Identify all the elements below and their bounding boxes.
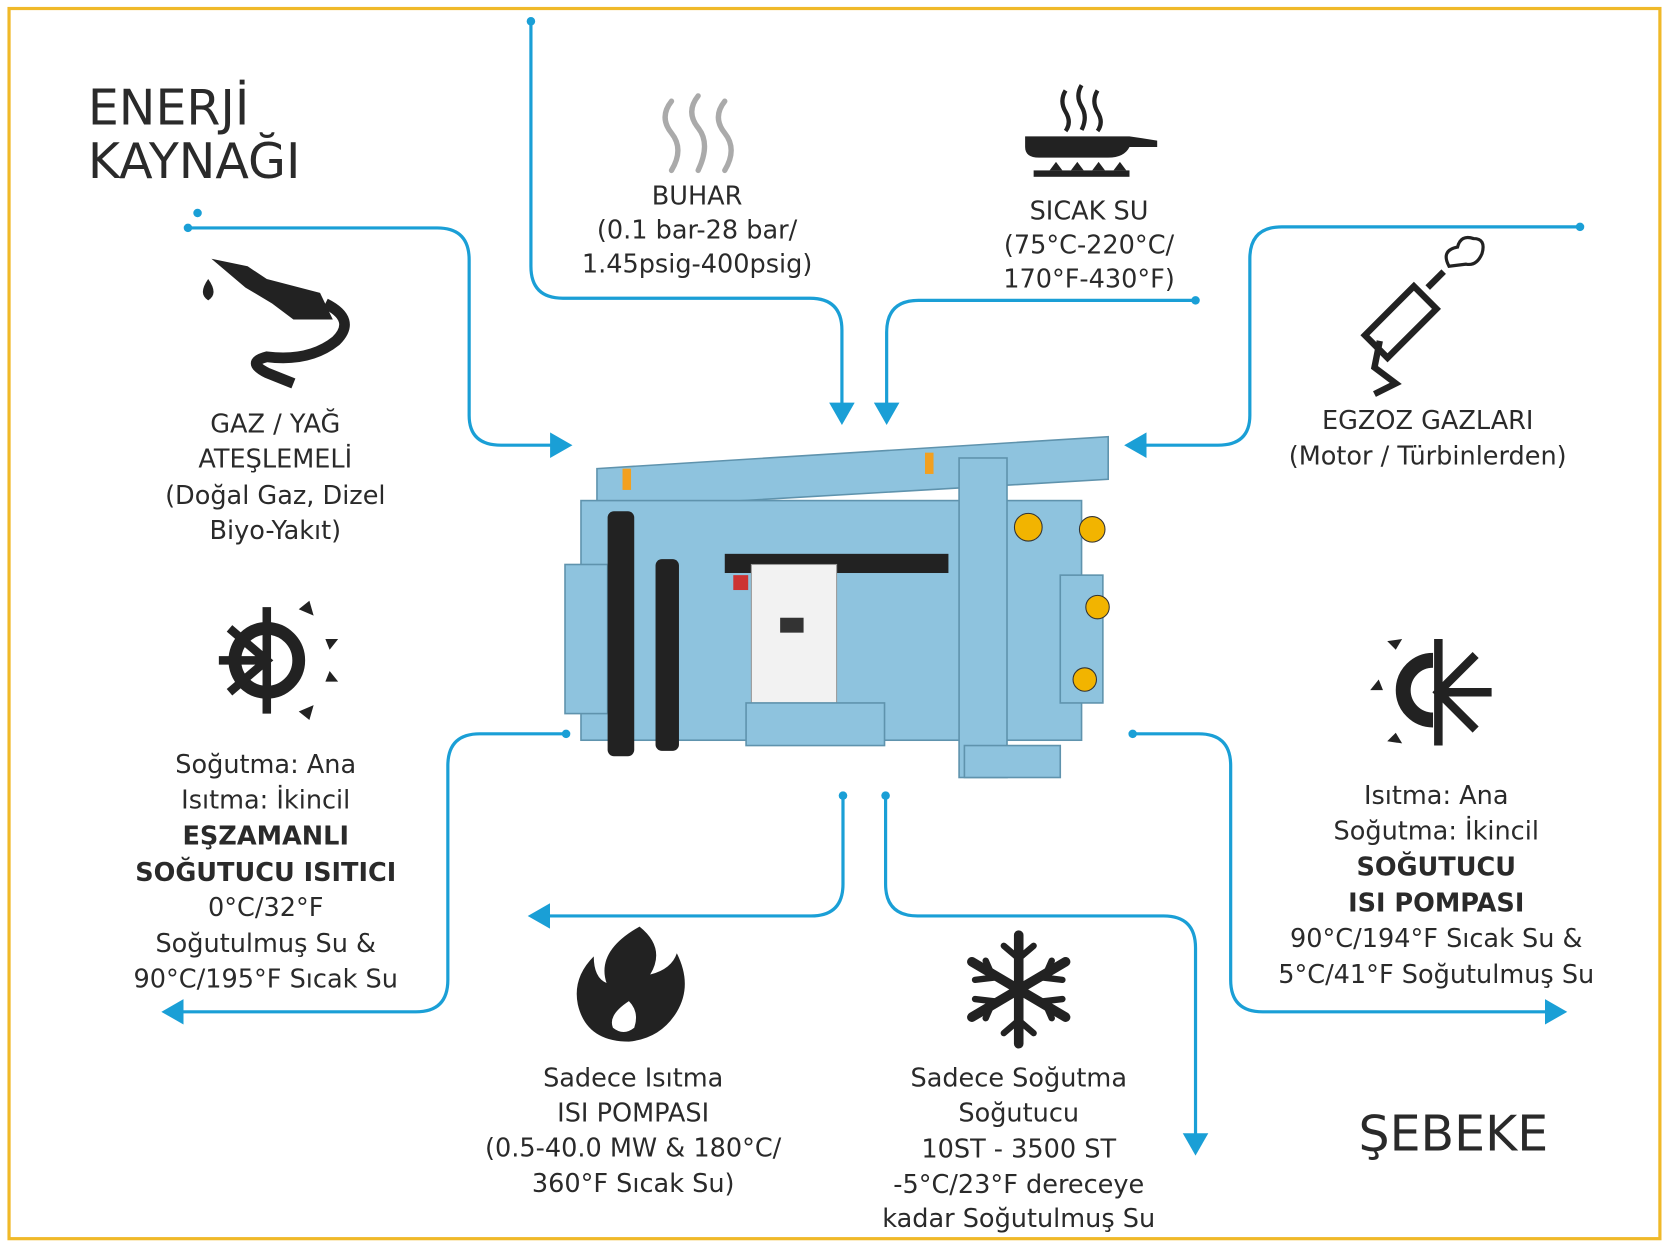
- heat-pump-line-5: 90°C/194°F Sıcak Su &: [1290, 924, 1583, 954]
- flame-icon: [576, 926, 685, 1042]
- hot-water-range-1: (75°C-220°C/: [1004, 230, 1175, 260]
- cooling-only-line-1: Sadece Soğutma: [910, 1063, 1127, 1093]
- flow-cooling-only: [883, 795, 1209, 1156]
- gas-oil-line-4: Biyo-Yakıt): [209, 516, 341, 546]
- hot-pan-icon: [1025, 84, 1158, 177]
- cooling-only-line-5: kadar Soğutulmuş Su: [882, 1204, 1155, 1234]
- heat-pump-line-1: Isıtma: Ana: [1364, 781, 1509, 811]
- fuel-nozzle-icon: [202, 258, 350, 389]
- flow-heat-pump: [1132, 732, 1568, 1025]
- simultaneous-line-7: 90°C/195°F Sıcak Su: [134, 964, 398, 994]
- steam-title: BUHAR: [652, 181, 743, 211]
- flow-heating-only: [527, 795, 845, 929]
- grid-label: ŞEBEKE: [1358, 1105, 1548, 1162]
- gas-oil-line-1: GAZ / YAĞ: [210, 408, 340, 439]
- flow-hot-water: [873, 298, 1196, 425]
- flow-lines: [161, 17, 1585, 1156]
- heat-pump-output-text: Isıtma: Ana Soğutma: İkincil SOĞUTUCU IS…: [1278, 781, 1594, 990]
- heat-pump-line-2: Soğutma: İkincil: [1334, 816, 1539, 846]
- heating-only-output-text: Sadece Isıtma ISI POMPASI (0.5-40.0 MW &…: [485, 1063, 782, 1198]
- heating-only-line-4: 360°F Sıcak Su): [532, 1169, 735, 1199]
- heat-pump-line-6: 5°C/41°F Soğutulmuş Su: [1278, 960, 1594, 990]
- simultaneous-line-5: 0°C/32°F: [208, 893, 323, 923]
- heat-pump-line-3: SOĞUTUCU: [1356, 851, 1516, 882]
- cooling-only-line-2: Soğutucu: [958, 1099, 1079, 1129]
- simultaneous-output-text: Soğutma: Ana Isıtma: İkincil EŞZAMANLI S…: [134, 750, 398, 994]
- cooling-only-line-3: 10ST - 3500 ST: [921, 1135, 1116, 1165]
- cooling-only-output-text: Sadece Soğutma Soğutucu 10ST - 3500 ST -…: [882, 1063, 1155, 1234]
- hot-water-title: SICAK SU: [1030, 196, 1149, 226]
- diagram-title: ENERJİ KAYNAĞI: [88, 79, 301, 190]
- absorption-chiller-image: [564, 435, 1110, 779]
- flow-gas-oil: [187, 226, 573, 458]
- steam-range-1: (0.1 bar-28 bar/: [597, 216, 798, 246]
- heating-only-line-1: Sadece Isıtma: [543, 1063, 723, 1093]
- title-line-2: KAYNAĞI: [88, 131, 301, 190]
- exhaust-title: EGZOZ GAZLARI: [1322, 406, 1534, 436]
- heat-pump-line-4: ISI POMPASI: [1348, 889, 1524, 919]
- hot-water-range-2: 170°F-430°F): [1003, 265, 1175, 295]
- snowflake-icon: [967, 930, 1071, 1049]
- simultaneous-line-2: Isıtma: İkincil: [181, 785, 350, 815]
- steam-icon: [662, 93, 734, 174]
- simultaneous-line-1: Soğutma: Ana: [175, 750, 356, 780]
- flow-steam: [529, 21, 855, 425]
- gas-oil-line-2: ATEŞLEMELİ: [198, 445, 352, 475]
- flow-exhaust: [1124, 225, 1581, 458]
- snowflake-sun-icon: [218, 600, 339, 720]
- sun-snowflake-icon: [1370, 639, 1492, 746]
- cooling-only-line-4: -5°C/23°F dereceye: [893, 1170, 1144, 1200]
- heating-only-line-2: ISI POMPASI: [557, 1099, 709, 1129]
- simultaneous-line-4: SOĞUTUCU ISITICI: [135, 857, 396, 888]
- simultaneous-line-3: EŞZAMANLI: [182, 822, 349, 852]
- gas-oil-line-3: (Doğal Gaz, Dizel: [165, 481, 385, 511]
- exhaust-muffler-icon: [1360, 235, 1485, 397]
- steam-range-2: 1.45psig-400psig): [582, 250, 813, 280]
- exhaust-subtitle: (Motor / Türbinlerden): [1289, 441, 1567, 471]
- heating-only-line-3: (0.5-40.0 MW & 180°C/: [485, 1134, 782, 1164]
- title-line-1: ENERJİ: [88, 79, 249, 137]
- flow-simultaneous: [161, 732, 567, 1025]
- simultaneous-line-6: Soğutulmuş Su &: [155, 929, 376, 959]
